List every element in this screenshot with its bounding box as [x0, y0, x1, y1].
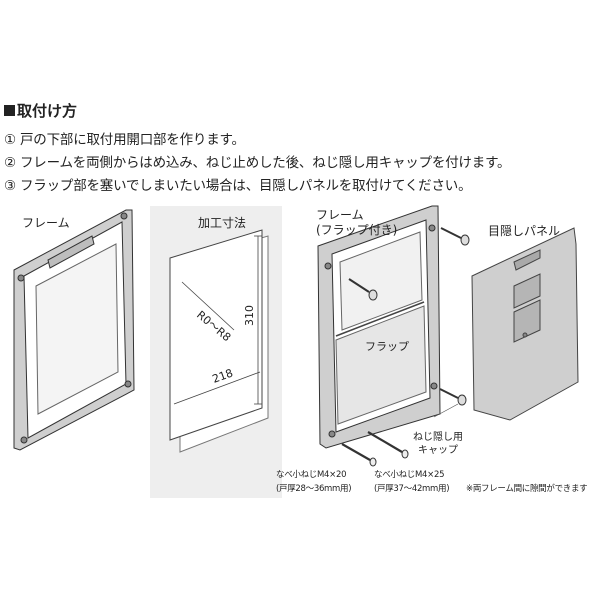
frame-label: フレーム [22, 216, 70, 230]
flap-label: フラップ [365, 340, 409, 353]
blind-panel-illustration [471, 227, 579, 421]
step-2: ② フレームを両側からはめ込み、ねじ止めした後、ねじ隠し用キャップを付けます。 [4, 155, 511, 171]
cutout-label: 加工寸法 [198, 216, 247, 230]
frame-flap-illustration [317, 205, 441, 449]
panel-label: 目隠しパネル [488, 224, 561, 238]
screw-b-range: (戸厚37～42mm用) [374, 484, 450, 494]
cutout-illustration [150, 206, 282, 498]
heading-text: 取付け方 [17, 102, 78, 120]
section-heading: 取付け方 [4, 100, 77, 121]
screw-a-name: なべ小ねじM4×20 [276, 470, 347, 480]
frame-illustration [13, 209, 135, 451]
frame-flap-label: フレーム [316, 208, 364, 222]
frame-flap-sublabel: (フラップ付き) [316, 223, 398, 237]
step-3: ③ フラップ部を塞いでしまいたい場合は、目隠しパネルを取付けてください。 [4, 178, 472, 194]
screw-b-name: なべ小ねじM4×25 [374, 470, 445, 480]
cap-label: ねじ隠し用 [413, 432, 463, 443]
gap-note: ※両フレーム間に隙間ができます [466, 484, 588, 494]
screw-a-range: (戸厚28～36mm用) [276, 484, 352, 494]
screw-illustrations [341, 227, 470, 467]
step-1: ① 戸の下部に取付用開口部を作ります。 [4, 132, 245, 148]
square-bullet-icon [4, 105, 15, 116]
cap-sublabel: キャップ [418, 445, 458, 456]
height-dimension: 310 [243, 305, 256, 326]
